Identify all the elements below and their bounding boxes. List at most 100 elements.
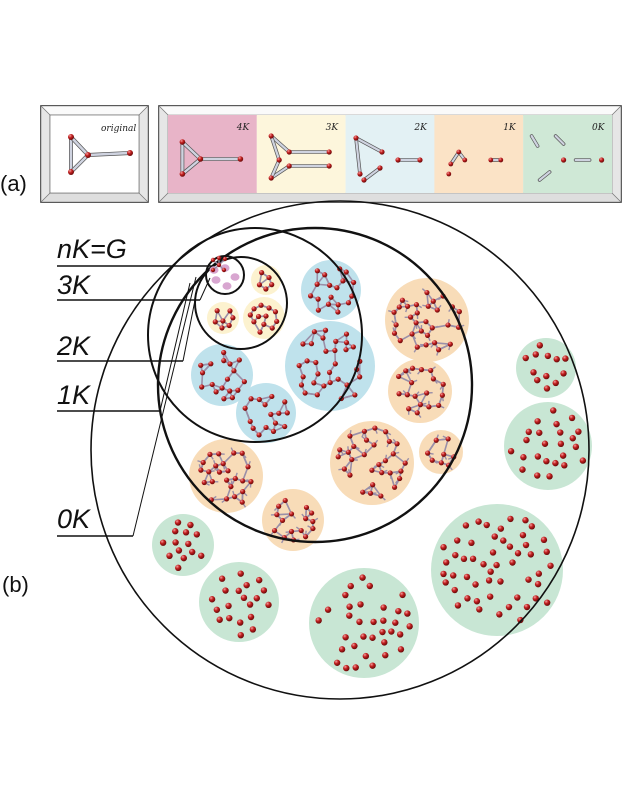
blob-node: [260, 587, 268, 594]
blob-node: [276, 503, 282, 509]
blob-0k: [309, 568, 419, 678]
blob-node: [361, 428, 368, 434]
blob-node: [288, 528, 295, 535]
blob-node: [320, 335, 326, 341]
frame-cell-label: 2K: [413, 123, 428, 133]
blob-node: [523, 603, 531, 611]
blob-node: [239, 499, 245, 505]
blob-node: [282, 423, 288, 430]
blob-node: [216, 451, 222, 457]
blob-node: [530, 369, 537, 376]
blob-node: [568, 414, 576, 422]
blob-node: [423, 319, 429, 325]
blob-node: [486, 593, 494, 600]
node-ball: [127, 150, 133, 156]
node-ball: [179, 171, 186, 177]
blob-edge: [442, 438, 449, 455]
blob-node: [313, 359, 319, 366]
blob-node: [534, 418, 541, 425]
blob-node: [327, 379, 333, 386]
node-ball: [462, 157, 468, 163]
blob-node: [360, 489, 366, 495]
edge-tube: [530, 134, 539, 148]
blob-node: [357, 374, 363, 380]
blob-node: [396, 373, 402, 380]
edge-tube: [69, 135, 90, 157]
blob-node: [562, 355, 569, 362]
frame-cell-1k: 1K: [434, 115, 524, 193]
blob-node: [219, 385, 225, 391]
blob-node: [302, 534, 309, 540]
blob-node: [553, 420, 560, 428]
blob-node: [532, 351, 539, 358]
circle-3k: [194, 256, 288, 350]
blob-node: [298, 382, 305, 388]
blob-node: [263, 313, 269, 319]
blob-node: [340, 278, 346, 284]
blob-node: [369, 662, 376, 669]
blob-node: [342, 634, 349, 641]
node-ball: [599, 157, 605, 163]
blob-node: [547, 562, 554, 569]
blob-node: [304, 358, 310, 364]
blob-node: [451, 586, 458, 594]
blob-0k: [199, 562, 279, 642]
blob-node: [309, 510, 315, 516]
blob-node: [543, 548, 550, 556]
blob-node: [462, 522, 470, 529]
blob-node: [390, 451, 396, 457]
blob-node: [310, 525, 316, 532]
blob-node: [456, 309, 462, 315]
blob-node: [543, 599, 551, 606]
blob-node: [221, 358, 227, 364]
blob-node: [219, 325, 225, 331]
blob-background: [309, 568, 419, 678]
blob-node: [314, 392, 320, 398]
blob-1k: [330, 421, 414, 505]
node-ball: [379, 149, 385, 155]
blob-node: [310, 518, 316, 525]
blob-node: [343, 664, 350, 672]
blob-node: [463, 573, 471, 581]
blob-node: [382, 458, 389, 464]
blob-node: [443, 559, 450, 566]
blob-node: [261, 321, 267, 327]
blob-node: [379, 628, 386, 636]
blob-node: [476, 606, 483, 613]
blob-node: [199, 384, 205, 390]
blob-node: [534, 453, 542, 460]
blob-node: [216, 616, 223, 623]
blob-node: [302, 390, 308, 396]
level-label-nk: nK=G: [57, 234, 127, 264]
blob-node: [225, 602, 232, 610]
blob-node: [412, 393, 418, 399]
frame-cell-0k: 0K: [523, 115, 612, 193]
blob-0k: [504, 402, 592, 490]
blob-0k: [152, 514, 214, 576]
blob-node: [351, 443, 357, 450]
blob-node: [522, 517, 529, 524]
blob-node: [378, 493, 384, 499]
frame-cell-2k: 2K: [345, 115, 435, 193]
blob-layer: [152, 260, 592, 678]
blob-node: [359, 574, 366, 581]
blob-node: [300, 341, 306, 347]
blob-node: [199, 370, 206, 376]
blob-node: [351, 642, 358, 650]
original-frame-label: original: [101, 124, 136, 134]
blob-node: [543, 458, 550, 465]
frame-graph: [446, 149, 504, 177]
blob-node: [225, 468, 231, 474]
edge-tube: [86, 151, 132, 157]
frame-cell-label: 3K: [326, 123, 340, 133]
blob-node: [505, 603, 513, 611]
blob-node: [395, 607, 402, 615]
blob-node: [247, 312, 253, 318]
frame-cell-3k: 3K: [256, 115, 346, 193]
blob-node: [343, 269, 349, 275]
blob-background: [431, 504, 563, 636]
blob-node: [347, 433, 353, 439]
node-ball: [286, 163, 292, 169]
blob-node: [253, 595, 260, 602]
edge-tube: [554, 134, 565, 146]
